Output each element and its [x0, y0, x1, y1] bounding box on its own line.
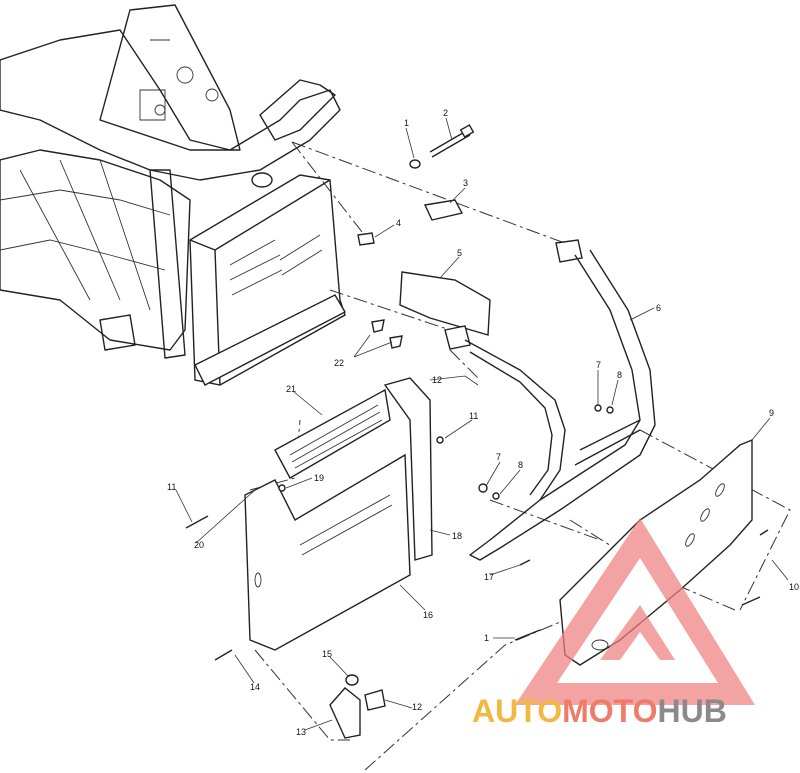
watermark-text: AUTOMOTOHUB: [472, 693, 727, 729]
callout-13: 13: [296, 727, 306, 737]
callout-6: 6: [656, 303, 661, 313]
radiator: [189, 172, 346, 386]
callout-14: 14: [250, 682, 260, 692]
callout-3: 3: [463, 178, 468, 188]
callout-22: 22: [334, 358, 344, 368]
callout-9: 9: [769, 408, 774, 418]
callout-15: 15: [322, 649, 332, 659]
bracket-5: [371, 271, 491, 349]
watermark-inner-m-icon: [600, 605, 675, 660]
leader-lines: [175, 117, 789, 731]
callout-2: 2: [443, 108, 448, 118]
callout-19: 19: [314, 473, 324, 483]
callout-labels: 1 2 3 4 5 6 7 8 9 10 11 11 12 21 22 19 7…: [167, 108, 799, 737]
callout-4: 4: [396, 218, 401, 228]
bumper-6: [444, 239, 656, 561]
watermark-triangle-icon: [515, 518, 755, 705]
bracket-13: [329, 674, 386, 739]
callout-5: 5: [457, 248, 462, 258]
fasteners: [185, 404, 769, 661]
hardware-top: [357, 124, 475, 246]
callout-16: 16: [423, 610, 433, 620]
callout-10: 10: [789, 582, 799, 592]
callout-7: 7: [596, 360, 601, 370]
callout-17: 17: [484, 572, 494, 582]
callout-21: 21: [286, 384, 296, 394]
callout-12a: 12: [432, 375, 442, 385]
automotohub-watermark: AUTOMOTOHUB: [472, 518, 755, 729]
callout-8b: 8: [518, 460, 523, 470]
callout-1: 1: [404, 118, 409, 128]
callout-12b: 12: [412, 702, 422, 712]
callout-11b: 11: [167, 482, 176, 492]
vehicle-frame: [0, 4, 341, 359]
callout-20: 20: [194, 540, 204, 550]
callout-11a: 11: [469, 411, 478, 421]
callout-7b: 7: [496, 452, 501, 462]
callout-1b: 1: [484, 633, 489, 643]
callout-18: 18: [452, 531, 462, 541]
shield-21: [274, 388, 391, 479]
shield-16: [244, 453, 411, 651]
shield-18: [383, 377, 433, 561]
callout-8: 8: [617, 370, 622, 380]
